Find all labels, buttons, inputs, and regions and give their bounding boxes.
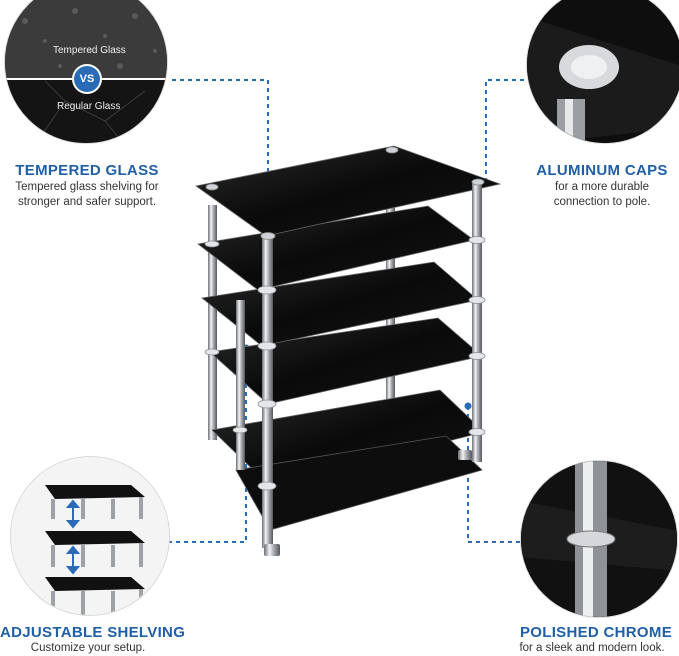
tempered-glass-label: Tempered Glass (53, 45, 126, 56)
aluminum-caps-description: for a more durable connection to pole. (553, 181, 651, 208)
vs-badge: VS (74, 66, 100, 92)
tempered-glass-comparison-image: Tempered Glass Regular Glass VS (4, 0, 168, 144)
tempered-glass-description: Tempered glass shelving for stronger and… (15, 181, 159, 208)
polished-chrome-description: for a sleek and modern look. (519, 642, 665, 654)
adjustable-shelving-title: ADJUSTABLE SHELVING (0, 624, 186, 641)
aluminum-cap-closeup-image (526, 0, 679, 144)
regular-glass-label: Regular Glass (57, 101, 121, 112)
adjustable-shelving-image (10, 456, 170, 616)
shelf-1 (195, 145, 502, 237)
polished-chrome-closeup-image (520, 460, 678, 618)
tempered-glass-title: TEMPERED GLASS (15, 162, 159, 179)
polished-chrome-title: POLISHED CHROME (519, 624, 672, 641)
adjustable-shelving-description: Customize your setup. (30, 642, 146, 654)
aluminum-caps-title: ALUMINUM CAPS (536, 162, 668, 179)
